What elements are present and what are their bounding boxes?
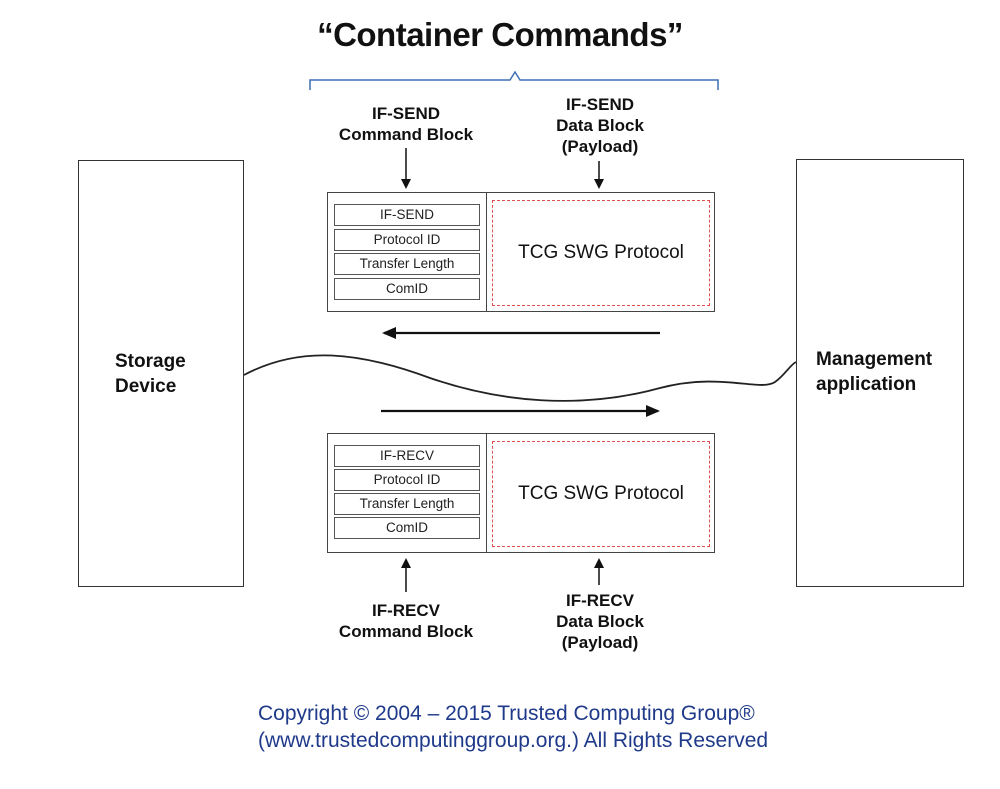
send-protocol-label: TCG SWG Protocol — [518, 242, 684, 263]
recv-packet: IF-RECV Protocol ID Transfer Length ComI… — [327, 433, 715, 553]
send-field-protocol-id: Protocol ID — [334, 229, 480, 251]
recv-field-command: IF-RECV — [334, 445, 480, 467]
send-field-command: IF-SEND — [334, 204, 480, 226]
recv-data-block-label: IF-RECV Data Block (Payload) — [556, 591, 644, 652]
send-field-transfer-length: Transfer Length — [334, 253, 480, 275]
send-packet-divider — [486, 193, 487, 311]
send-command-block-label: IF-SEND Command Block — [338, 104, 474, 144]
recv-protocol-label: TCG SWG Protocol — [518, 483, 684, 504]
recv-command-block-label: IF-RECV Command Block — [338, 601, 474, 641]
storage-device-label: Storage Device — [115, 351, 186, 397]
title-brace — [309, 70, 719, 90]
recv-packet-divider — [486, 434, 487, 552]
send-payload-box: TCG SWG Protocol — [492, 200, 710, 306]
connection-wave — [243, 354, 797, 402]
recv-payload-box: TCG SWG Protocol — [492, 441, 710, 547]
send-data-block-label: IF-SEND Data Block (Payload) — [556, 95, 644, 156]
copyright-notice: Copyright © 2004 – 2015 Trusted Computin… — [258, 702, 769, 752]
management-application-label: Management application — [816, 349, 933, 395]
send-field-comid: ComID — [334, 278, 480, 300]
management-application-box — [796, 159, 964, 587]
storage-device-box — [78, 160, 244, 587]
recv-field-protocol-id: Protocol ID — [334, 469, 480, 491]
recv-field-transfer-length: Transfer Length — [334, 493, 480, 515]
recv-field-comid: ComID — [334, 517, 480, 539]
diagram-title: “Container Commands” — [317, 16, 683, 53]
send-packet: IF-SEND Protocol ID Transfer Length ComI… — [327, 192, 715, 312]
